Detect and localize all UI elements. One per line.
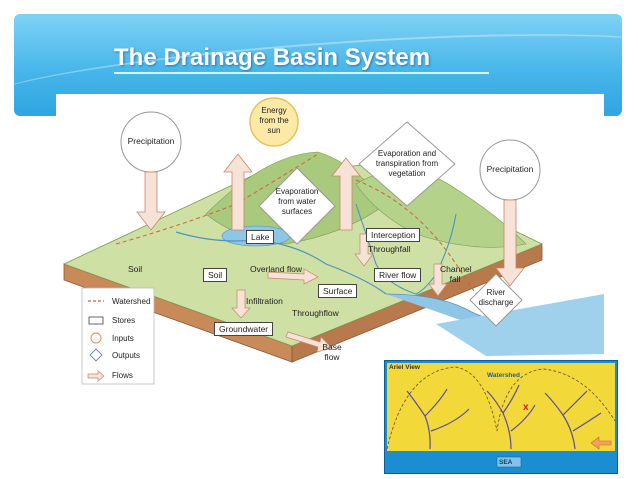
groundwater-store: Groundwater — [214, 322, 274, 336]
drainage-basin-diagram: Precipitation Precipitation Energy from … — [56, 94, 604, 470]
legend-flows-label: Flows — [112, 371, 133, 380]
slide-title: The Drainage Basin System — [114, 44, 431, 71]
inset-ariel-view-label: Ariel View — [389, 364, 420, 371]
ariel-view-inset: x Ariel View Watershed SEA — [384, 360, 618, 474]
arrow-channel-fall — [428, 263, 448, 297]
arrow-precip-left — [136, 171, 166, 231]
watershed-line-right — [355, 179, 497, 325]
arrow-base-flow — [285, 331, 333, 353]
stream-mid — [355, 203, 417, 295]
overland-flow-label: Overland flow — [250, 264, 302, 274]
base-flow-label: Base flow — [322, 342, 342, 362]
inset-artwork: x — [385, 363, 617, 473]
inset-sea-label: SEA — [499, 459, 513, 466]
arrow-evap-mid — [331, 157, 361, 231]
arrow-infiltration — [231, 289, 251, 319]
legend-watershed-label: Watershed — [112, 297, 151, 306]
energy-label: Energy from the sun — [259, 106, 289, 135]
inset-arrow — [590, 436, 612, 450]
sea-water — [436, 294, 604, 356]
inset-river-left — [406, 388, 470, 450]
legend-inputs-symbol — [90, 332, 102, 344]
surface-store: Surface — [318, 284, 358, 298]
inset-watershed-label: Watershed — [487, 372, 520, 379]
channel-fall-label: Channel fall — [440, 264, 472, 284]
arrow-evap-left — [223, 153, 253, 231]
legend-outputs-symbol — [89, 348, 103, 362]
evap-transp-diamond — [358, 121, 456, 207]
soil-side-label: Soil — [128, 264, 143, 274]
evap-transpiration-label: Evaporation and transpiration from veget… — [375, 149, 439, 178]
inset-river-middle — [486, 384, 536, 450]
legend-inputs-label: Inputs — [112, 334, 134, 343]
throughfall-label: Throughfall — [368, 244, 411, 254]
river-flow-store: River flow — [374, 268, 422, 282]
river-discharge-label: River discharge — [478, 288, 514, 307]
precip-left-label: Precipitation — [127, 136, 175, 146]
energy-sun-circle — [249, 97, 299, 147]
legend-outputs-label: Outputs — [112, 351, 141, 360]
precip-right-label: Precipitation — [486, 164, 534, 174]
evap-water-label: Evaporation from water surfaces — [275, 187, 319, 216]
soil-store: Soil — [203, 268, 228, 282]
arrow-precip-right — [495, 199, 525, 287]
inset-x-mark: x — [523, 402, 529, 413]
title-underline — [114, 72, 489, 74]
interception-store: Interception — [366, 228, 421, 242]
river-discharge-diamond — [469, 273, 523, 327]
legend-flows-symbol — [87, 370, 105, 382]
arrow-overland — [267, 268, 319, 285]
diagram-artwork — [62, 97, 604, 385]
legend-stores-symbol — [88, 316, 104, 325]
evap-water-diamond — [258, 167, 336, 245]
inset-river-right — [544, 390, 602, 450]
throughflow-label: Throughflow — [292, 308, 339, 318]
stream-left — [175, 231, 387, 295]
inset-sea-label-box — [496, 456, 522, 468]
legend-stores-label: Stores — [112, 316, 136, 325]
infiltration-label: Infiltration — [246, 296, 283, 306]
lake-store: Lake — [246, 230, 275, 244]
inset-basin-boundaries — [386, 366, 616, 450]
